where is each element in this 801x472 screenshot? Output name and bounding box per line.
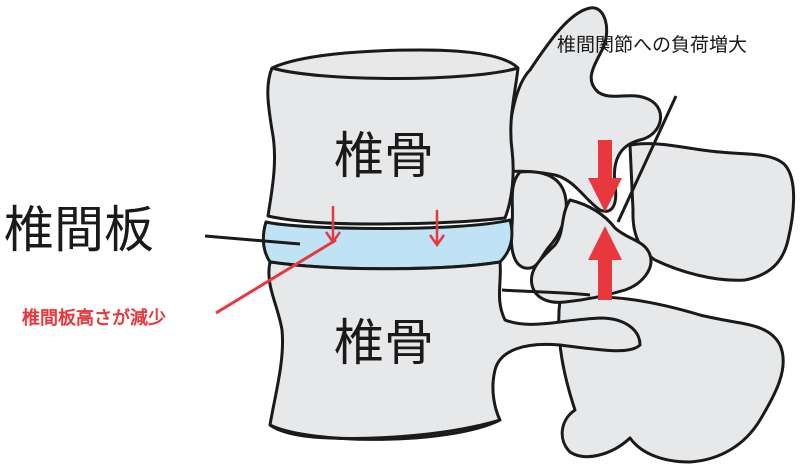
disc-compression-arrow-right: [428, 210, 446, 248]
facet-load-arrow-up: [588, 226, 622, 300]
lower-facet-block: [529, 198, 653, 304]
posterior-outline-stroke: [501, 288, 591, 297]
vertebral-body-lower: [267, 260, 642, 440]
facet-load-label: 椎間関節への負荷増大: [557, 34, 748, 56]
lower-endplate: [269, 418, 501, 441]
vertebral-body-upper: [266, 48, 520, 226]
vertebra-upper-label: 椎骨: [334, 127, 434, 185]
upper-endplate: [271, 66, 519, 80]
spinous-process-upper: [628, 142, 796, 282]
superior-articular-process: [503, 6, 662, 213]
facet-load-arrow-down: [588, 140, 622, 212]
disc-leader-line: [204, 234, 301, 246]
disc-label: 椎間板: [4, 201, 154, 259]
vertebra-lower-label: 椎骨: [334, 314, 434, 372]
facet-leader-line: [616, 95, 678, 223]
disc-compression-arrow-left: [324, 206, 342, 245]
disc-height-leader-line: [215, 238, 337, 315]
disc-height-label: 椎間板高さが減少: [22, 308, 166, 329]
